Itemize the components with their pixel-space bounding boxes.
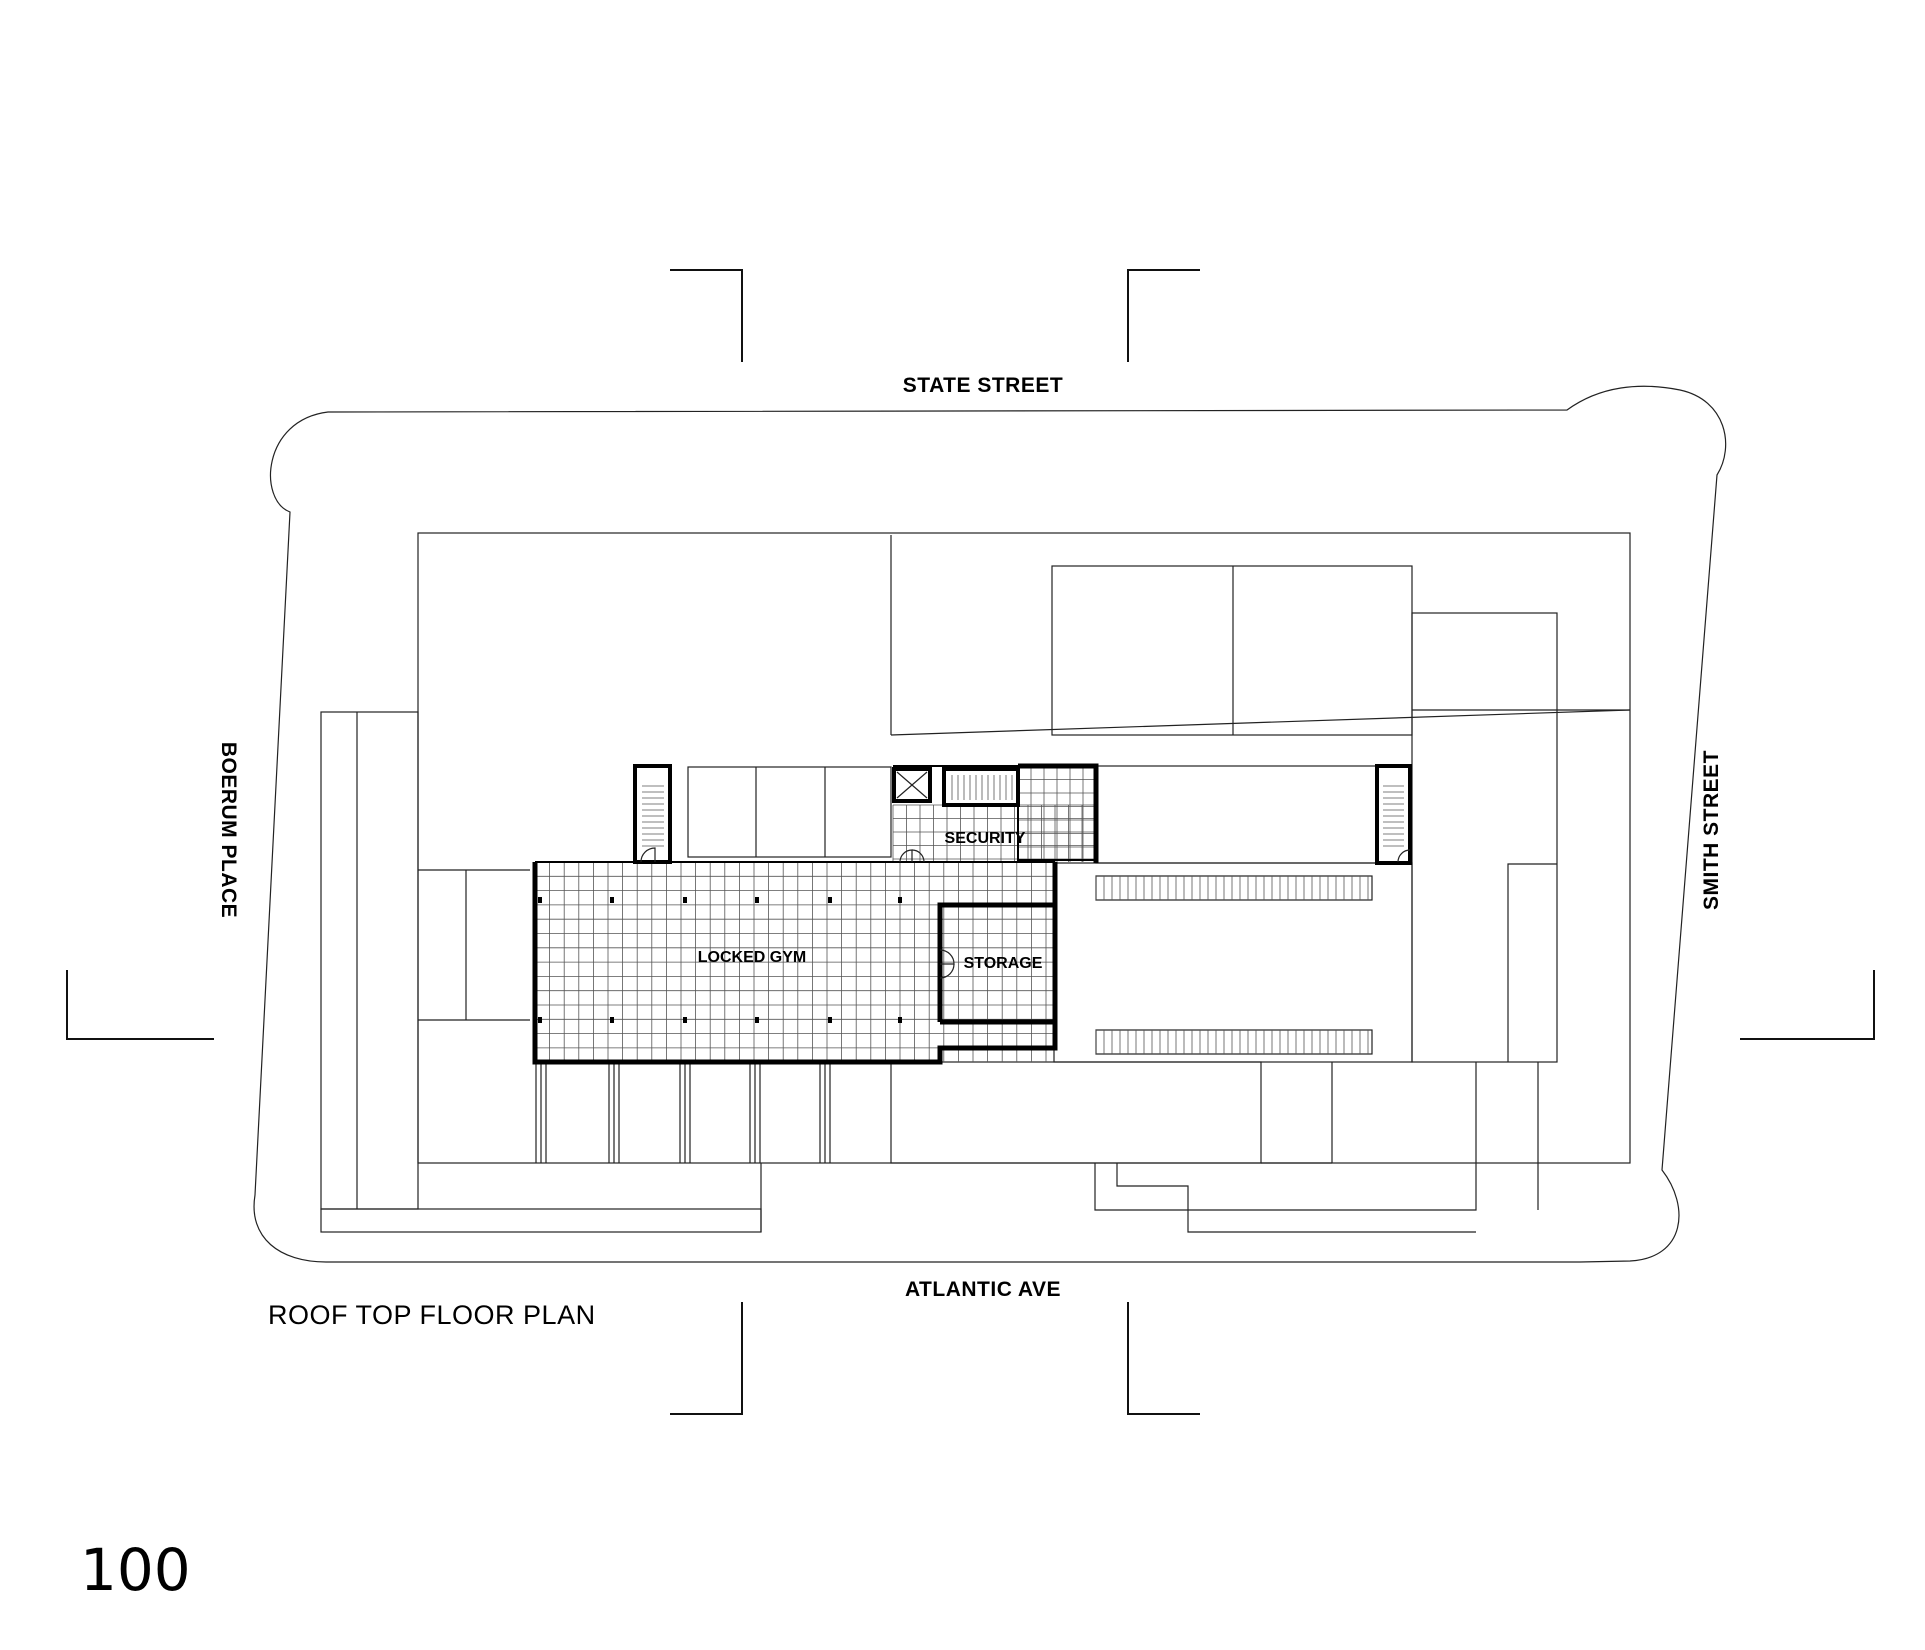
mechanical-unit-top [1095,875,1373,901]
storage-wall [937,902,1058,1025]
mechanical-unit-bottom [1095,1029,1373,1055]
enclosure-walls [532,763,1412,1065]
section-marker-bottom-left [670,1302,743,1415]
outline-main [417,532,1631,1164]
section-marker-left [66,970,214,1040]
street-label-east: SMITH STREET [1700,750,1723,910]
stair-treads [642,775,1404,847]
street-label-south: ATLANTIC AVE [905,1278,1061,1301]
south-louvers [535,1062,831,1232]
mechanical-hatching [1095,876,1369,1054]
east-corridor [1095,765,1377,864]
section-marker-right [1740,970,1875,1040]
room-label-security: SECURITY [945,830,1026,847]
block-outline [253,385,1727,1263]
street-label-west: BOERUM PLACE [217,742,240,918]
room-label-storage: STORAGE [964,955,1043,972]
west-strip [320,711,419,1210]
door-stair-east [1397,849,1411,863]
window-bays [687,766,892,858]
security-floor-grid [892,765,1097,862]
roof-terrace [1053,862,1413,1063]
street-label-north: STATE STREET [903,374,1063,397]
door-storage [939,949,955,965]
building-outlines [320,532,1631,1233]
south-strip [320,1208,762,1233]
room-label-gym: LOCKED GYM [698,949,806,966]
section-marker-top-left [670,269,743,362]
tower-right [1411,612,1558,1063]
elevator [892,767,932,803]
elevator-icon [896,771,928,799]
stair-west [633,764,672,864]
section-markers [66,269,1875,1415]
drawing-title: ROOF TOP FLOOR PLAN [268,1300,596,1330]
doors [640,847,1411,979]
section-marker-top-right [1127,269,1200,362]
door-security [899,849,913,863]
stair-center [942,767,1020,807]
stair-east [1375,764,1412,865]
south-projection [890,1061,1262,1164]
door-stair-west [640,847,656,863]
column-markers [538,897,902,1023]
page-number: 100 [80,1536,191,1604]
tower-left [1051,565,1413,736]
section-marker-bottom-right [1127,1302,1200,1415]
